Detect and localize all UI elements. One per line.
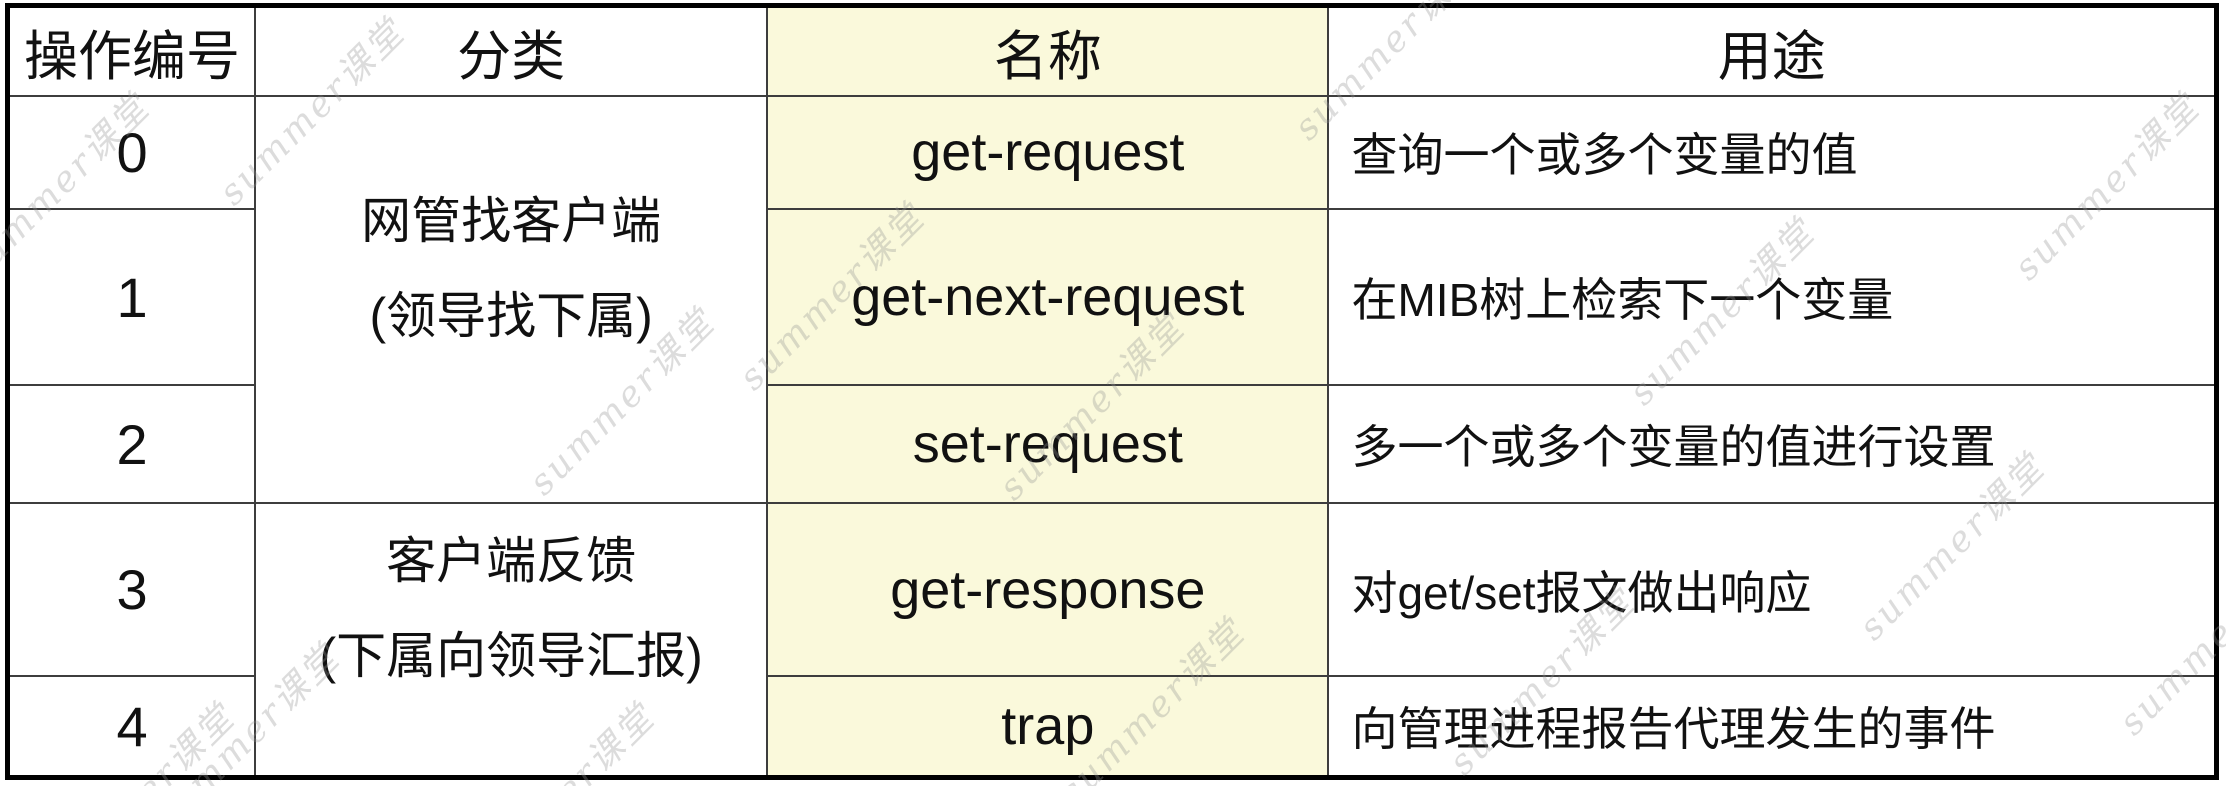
category-line-1: 客户端反馈 xyxy=(386,533,637,590)
table-header-row: 操作编号 分类 名称 用途 xyxy=(6,4,2218,97)
cell-purpose-1: 在MIB树上检索下一个变量 xyxy=(1327,207,2218,387)
cell-op-number-1: 1 xyxy=(6,207,257,387)
cell-purpose-4: 向管理进程报告代理发生的事件 xyxy=(1327,675,2218,779)
cell-op-number-0: 0 xyxy=(6,94,257,210)
table-row: 1 get-next-request 在MIB树上检索下一个变量 xyxy=(6,207,2218,387)
cell-name-get-response: get-response xyxy=(766,501,1330,678)
table-row: 3 客户端反馈 (下属向领导汇报) get-response 对get/set报… xyxy=(6,501,2218,779)
cell-category-client-feedback: 客户端反馈 (下属向领导汇报) xyxy=(254,501,769,779)
cell-op-number-2: 2 xyxy=(6,384,257,504)
cell-purpose-3: 对get/set报文做出响应 xyxy=(1327,501,2218,678)
cell-name-get-request: get-request xyxy=(766,94,1330,210)
table-row: 4 trap 向管理进程报告代理发生的事件 xyxy=(6,675,2218,779)
cell-name-get-next-request: get-next-request xyxy=(766,207,1330,387)
cell-name-set-request: set-request xyxy=(766,384,1330,504)
cell-category-manager-to-client: 网管找客户端 (领导找下属) xyxy=(254,94,769,504)
table-row: 0 网管找客户端 (领导找下属) get-request 查询一个或多个变量的值 xyxy=(6,94,2218,504)
cell-op-number-3: 3 xyxy=(6,501,257,678)
category-line-2: (下属向领导汇报) xyxy=(319,628,703,685)
header-category: 分类 xyxy=(254,4,769,97)
snmp-operations-table: 操作编号 分类 名称 用途 0 网管找客户端 (领导找下属) get-reque… xyxy=(5,3,2219,780)
category-line-1: 网管找客户端 xyxy=(361,193,662,250)
cell-purpose-2: 多一个或多个变量的值进行设置 xyxy=(1327,384,2218,504)
header-purpose: 用途 xyxy=(1327,4,2218,97)
table-row: 2 set-request 多一个或多个变量的值进行设置 xyxy=(6,384,2218,504)
header-operation-number: 操作编号 xyxy=(6,4,257,97)
header-name: 名称 xyxy=(766,4,1330,97)
category-line-2: (领导找下属) xyxy=(369,288,653,345)
cell-purpose-0: 查询一个或多个变量的值 xyxy=(1327,94,2218,210)
cell-name-trap: trap xyxy=(766,675,1330,779)
cell-op-number-4: 4 xyxy=(6,675,257,779)
